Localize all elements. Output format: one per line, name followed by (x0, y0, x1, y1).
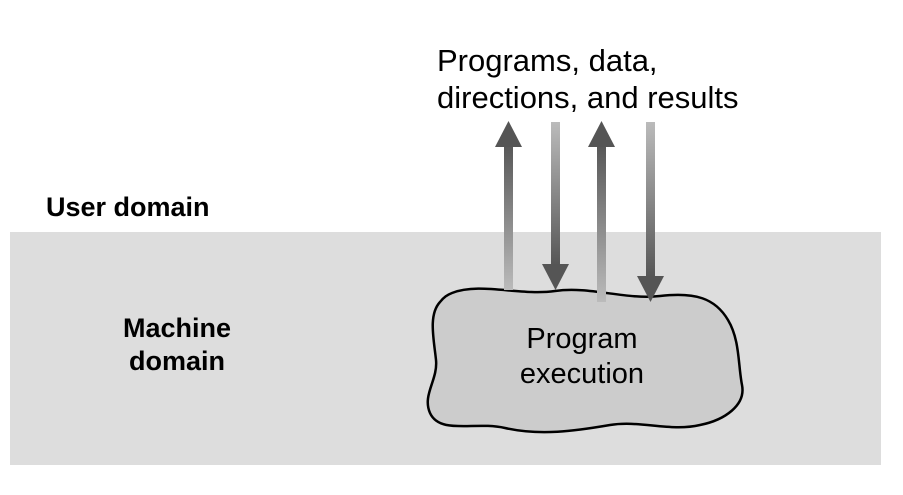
program-execution-label: Program execution (497, 322, 667, 392)
program-execution-blob (426, 287, 744, 434)
flow-label: Programs, data, directions, and results (437, 42, 739, 116)
user-domain-label: User domain (46, 192, 210, 222)
flow-label-line-2: directions, and results (437, 80, 739, 115)
program-execution-label-line-1: Program (526, 323, 638, 355)
machine-domain-label-line-1: Machine (123, 313, 232, 343)
arrow-up-1 (495, 121, 522, 290)
program-execution-label-line-2: execution (519, 358, 645, 390)
machine-domain-label: Machine domain (123, 312, 231, 378)
machine-domain-label-line-2: domain (129, 346, 226, 376)
arrow-down-1 (542, 122, 569, 290)
arrow-down-2 (637, 122, 664, 302)
arrow-up-2 (588, 121, 615, 302)
flow-label-line-1: Programs, data, (437, 43, 658, 78)
